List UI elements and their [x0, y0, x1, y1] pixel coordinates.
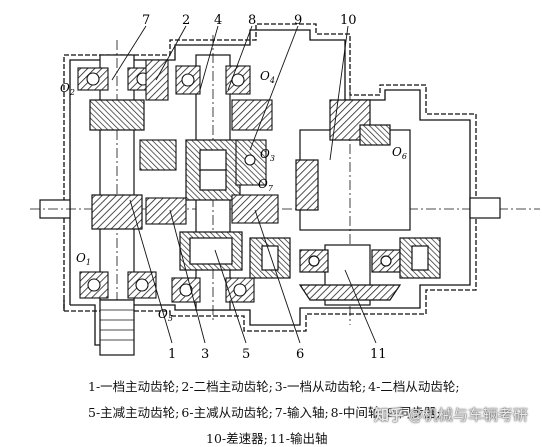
gearbox-housing [63, 23, 477, 346]
legend-item-3: 3-一档从动齿轮; [274, 379, 367, 394]
callout-4: 4 [214, 13, 222, 28]
callout-8: 8 [248, 13, 256, 28]
callout-2: 2 [182, 13, 190, 28]
legend-item-5: 5-主减主动齿轮; [88, 405, 180, 420]
legend-item-2: 2-二档主动齿轮; [181, 379, 273, 394]
legend-line-2: 5-主减主动齿轮;6-主减从动齿轮;7-输入轴;8-中间轴;9-同步器; [0, 402, 542, 421]
output-shaft [249, 237, 441, 306]
legend-item-9: 9-同步器; [386, 405, 441, 420]
bearing-label-o3: O3 [260, 147, 275, 163]
bearing-labels: O2 O4 O3 O6 O7 O1 O5 [60, 69, 407, 323]
legend-item-7: 7-输入轴; [274, 405, 329, 420]
left-bottom-bearing [79, 271, 157, 299]
legend-line-1: 1-一档主动齿轮;2-二档主动齿轮;3-一档从动齿轮;4-二档从动齿轮; [0, 376, 542, 395]
callout-10: 10 [340, 13, 357, 28]
legend-item-6: 6-主减从动齿轮; [181, 405, 273, 420]
callout-9: 9 [294, 13, 302, 28]
countershaft-top-bearing [175, 65, 251, 95]
bearing-label-o7: O7 [258, 177, 274, 193]
watermark-handle: @机械与车辆考研 [407, 406, 528, 424]
leader-lines [111, 25, 377, 344]
watermark-platform: 知乎 [373, 406, 404, 424]
main-reduction-drive-gear [179, 231, 243, 271]
legend-item-10: 10-差速器; [206, 431, 268, 446]
input-shaft [89, 40, 145, 356]
callout-11: 11 [370, 347, 387, 360]
legend-item-11: 11-输出轴 [269, 431, 328, 446]
watermark: 知乎@机械与车辆考研 [374, 404, 528, 425]
legend-item-4: 4-二档从动齿轮; [368, 379, 460, 394]
callout-6: 6 [296, 347, 304, 360]
callout-7: 7 [142, 13, 150, 28]
legend-line-3: 10-差速器;11-输出轴 [0, 428, 542, 447]
bearing-label-o5: O5 [158, 307, 173, 323]
legend-item-8: 8-中间轴; [330, 405, 385, 420]
callout-1: 1 [168, 347, 176, 360]
differential [295, 90, 411, 325]
bearing-label-o4: O4 [260, 69, 275, 85]
input-gears [139, 59, 187, 225]
callout-3: 3 [201, 347, 209, 360]
callout-5: 5 [242, 347, 250, 360]
bearing-label-o2: O2 [60, 81, 75, 97]
bearing-label-o6: O6 [392, 145, 407, 161]
transmission-section-drawing: 7 2 4 8 9 10 1 3 5 6 11 O2 O4 O3 O6 O7 O… [30, 13, 540, 360]
legend-item-1: 1-一档主动齿轮; [88, 379, 180, 394]
bearing-label-o1: O1 [76, 251, 91, 267]
